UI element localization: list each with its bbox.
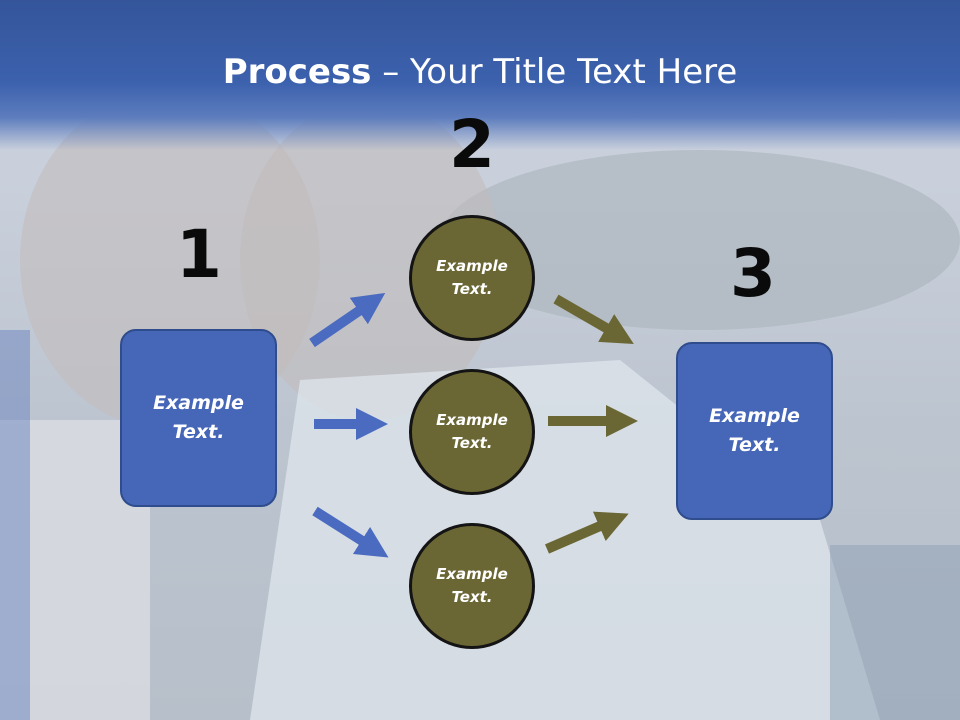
process-circle-middle-text: Example Text. (436, 411, 508, 452)
arrow-blue-up (309, 292, 386, 348)
process-box-right-text: Example Text. (709, 405, 800, 456)
slide-title: Process – Your Title Text Here (0, 52, 960, 92)
title-rest: – Your Title Text Here (371, 52, 738, 92)
process-circle-top-text: Example Text. (436, 257, 508, 298)
process-circle-middle[interactable]: Example Text. (409, 369, 535, 495)
step-number-1: 1 (176, 216, 222, 293)
title-bar (0, 0, 960, 150)
process-circle-bottom[interactable]: Example Text. (409, 523, 535, 649)
process-box-left[interactable]: Example Text. (120, 329, 277, 507)
process-box-right[interactable]: Example Text. (676, 342, 833, 520)
process-circle-bottom-text: Example Text. (436, 565, 508, 606)
step-number-2: 2 (449, 106, 495, 183)
title-bold: Process (222, 52, 372, 92)
arrow-blue-down (312, 506, 389, 558)
step-number-3: 3 (730, 235, 776, 312)
arrow-olive-down (553, 294, 634, 345)
process-circle-top[interactable]: Example Text. (409, 215, 535, 341)
arrow-olive-up (545, 511, 629, 554)
process-box-left-text: Example Text. (153, 392, 244, 443)
